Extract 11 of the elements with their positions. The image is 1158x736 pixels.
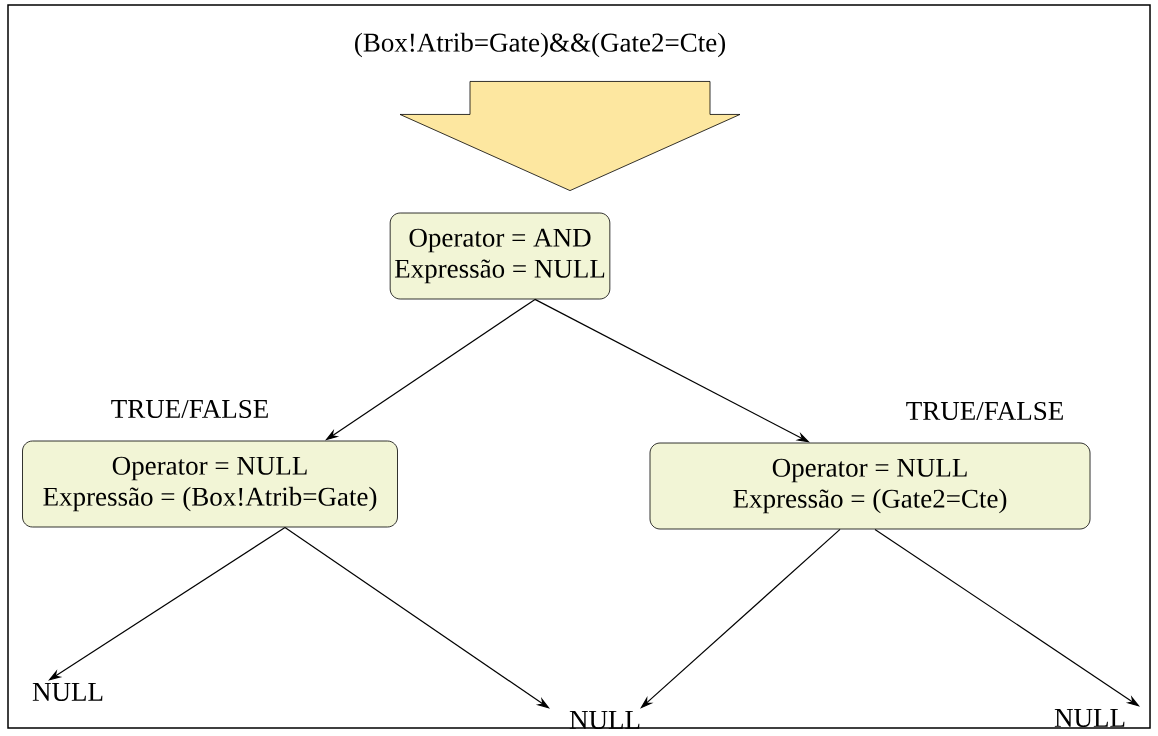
node-text: NULL — [32, 683, 103, 701]
process-box: Operator = NULL Expressão = (Gate2=Cte) — [649, 442, 1091, 530]
process-box: Operator = NULL Expressão = (Box!Atrib=Gate) — [22, 440, 398, 528]
node-text: (Box!Atrib=Gate)&&(Gate2=Cte) — [355, 32, 726, 58]
node-text: NULL — [1054, 709, 1125, 727]
beside-label: TRUE/FALSE — [906, 401, 1063, 421]
node-text: NULL — [569, 711, 640, 729]
beside-label: TRUE/FALSE — [111, 399, 268, 419]
process-box: Operator = AND Expressão = NULL — [389, 212, 611, 300]
block-arrow — [399, 81, 741, 191]
arrow — [640, 528, 841, 709]
